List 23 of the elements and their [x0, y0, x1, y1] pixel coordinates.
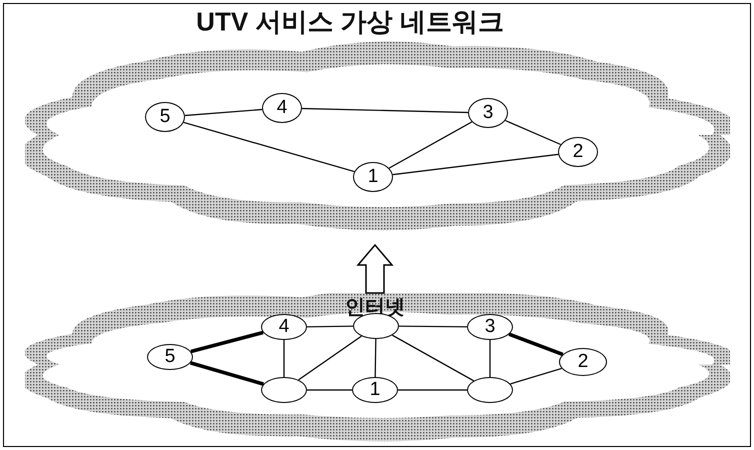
block-arrow: [356, 244, 394, 294]
link-line: [190, 361, 264, 386]
link-line: [392, 154, 558, 176]
link-line: [398, 389, 467, 391]
link-line: [510, 368, 562, 384]
link-line: [399, 326, 467, 328]
cloud-title: UTV 서비스 가상 네트워크: [196, 6, 504, 38]
link-line: [302, 108, 468, 114]
cloud: [25, 293, 730, 444]
link-line: [184, 108, 262, 116]
link-line: [298, 336, 362, 380]
link-line: [184, 122, 354, 172]
link-line: [388, 121, 472, 169]
link-line: [392, 334, 474, 382]
link-line: [508, 332, 564, 356]
link-line: [307, 326, 353, 328]
link-line: [283, 340, 285, 377]
link-line: [190, 330, 264, 354]
link-line: [505, 120, 561, 146]
link-line: [307, 389, 352, 391]
cloud-title: 인터넷: [345, 296, 405, 320]
link-line: [374, 338, 376, 378]
link-line: [489, 340, 491, 377]
